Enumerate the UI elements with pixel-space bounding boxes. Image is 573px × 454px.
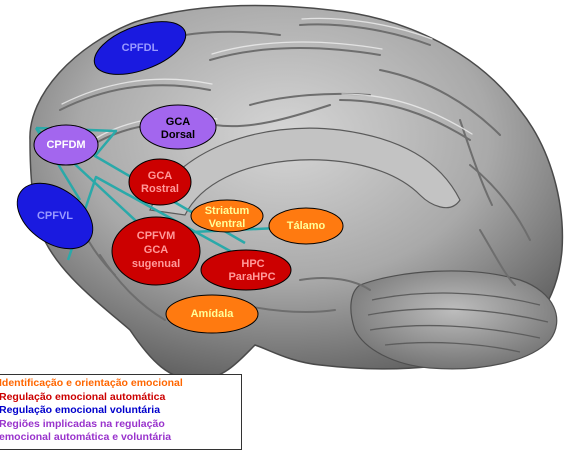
region-label: GCA	[144, 244, 169, 256]
brain-hemisphere	[29, 4, 564, 381]
region-label: CPFVM	[137, 230, 176, 242]
region-label: Amídala	[191, 308, 235, 320]
region-label: GCA	[166, 116, 191, 128]
region-gca-dorsal: GCA Dorsal	[139, 104, 217, 150]
region-cpfvl: CPFVL	[16, 182, 94, 250]
region-label: Striatum	[205, 205, 250, 217]
legend-item-both-line1: Regiões implicadas na regulação	[0, 417, 165, 430]
region-hpc-parahpc: HPC ParaHPC	[200, 249, 292, 291]
region-label: HPC	[241, 258, 264, 270]
region-label: CPFDL	[122, 42, 159, 54]
region-label: Dorsal	[161, 129, 195, 141]
region-cpfdl: CPFDL	[93, 21, 187, 75]
legend-item-both-line2: emocional automática e voluntária	[0, 431, 172, 444]
region-label: Ventral	[209, 218, 246, 230]
region-gca-rostral: GCA Rostral	[128, 158, 192, 206]
region-amidala: Amídala	[165, 294, 259, 334]
region-label: CPFDM	[46, 139, 85, 151]
region-talamo: Tálamo	[268, 207, 344, 245]
region-striatum-ventral: Striatum Ventral	[190, 199, 264, 233]
region-cpfdm: CPFDM	[33, 124, 99, 166]
region-label: ParaHPC	[228, 271, 275, 283]
legend: Identificação e orientação emocional Reg…	[0, 374, 242, 450]
region-label: sugenual	[132, 258, 180, 270]
legend-item-voluntary: Regulação emocional voluntária	[0, 404, 161, 417]
region-label: GCA	[148, 170, 173, 182]
legend-item-automatic: Regulação emocional automática	[0, 390, 166, 403]
region-label: Tálamo	[287, 220, 326, 232]
region-cpfvm: CPFVM GCA sugenual	[111, 216, 201, 286]
region-label: CPFVL	[37, 210, 73, 222]
legend-item-identification: Identificação e orientação emocional	[0, 377, 183, 389]
region-label: Rostral	[141, 183, 179, 195]
